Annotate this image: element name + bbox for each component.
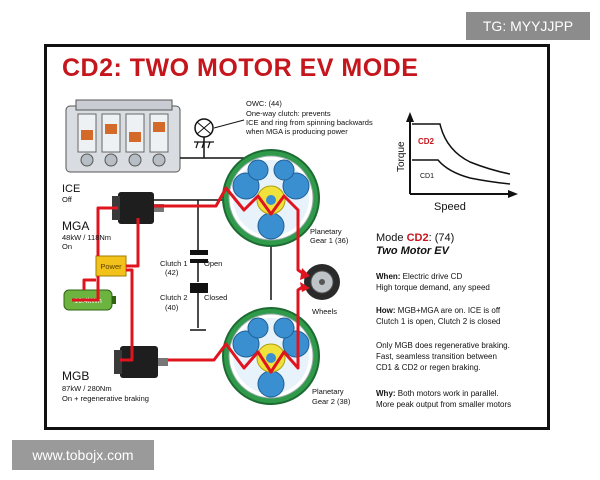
- regen-line-1: Only MGB does regenerative braking.: [376, 341, 510, 350]
- power-flow-paths: [72, 186, 305, 374]
- wheels-label: Wheels: [312, 307, 337, 316]
- mga-status: On: [62, 242, 72, 251]
- ice-name: ICE: [62, 183, 80, 195]
- mga-name: MGA: [62, 219, 89, 233]
- regen-line-2: Fast, seamless transition between: [376, 352, 497, 361]
- mgb-name: MGB: [62, 369, 89, 383]
- graph-curve-cd1-label: CD1: [420, 173, 434, 180]
- owc-leader-line: [213, 119, 245, 129]
- clutch-1-state: Open: [204, 259, 222, 268]
- graph-curve-cd2-label: CD2: [418, 137, 435, 146]
- how-line-2: Clutch 1 is open, Clutch 2 is closed: [376, 317, 501, 326]
- mode-heading: Mode CD2: (74): [376, 232, 454, 244]
- one-way-clutch-icon: [194, 118, 214, 149]
- clutch-2-state: Closed: [204, 293, 227, 302]
- mgb-spec: 87kW / 280Nm: [62, 384, 112, 393]
- torque-speed-graph: CD2 CD1 Torque Speed: [396, 112, 518, 213]
- power-label: Power: [100, 262, 122, 271]
- why-line-2: More peak output from smaller motors: [376, 400, 511, 409]
- clutch-1-symbol: [190, 250, 208, 263]
- website-watermark: www.tobojx.com: [12, 440, 154, 470]
- planetary-gear-2-icon: [222, 307, 320, 405]
- regen-line-3: CD1 & CD2 or regen braking.: [376, 363, 481, 372]
- diagram-title: CD2: TWO MOTOR EV MODE: [62, 54, 419, 82]
- engine-icon: [65, 99, 181, 173]
- mga-spec: 48kW / 118Nm: [62, 233, 111, 242]
- planetary-2-name: Planetary: [312, 387, 344, 396]
- clutch-2-number: (40): [165, 303, 179, 312]
- planetary-2-gear: Gear 2 (38): [312, 397, 351, 406]
- clutch-1-name: Clutch 1: [160, 259, 188, 268]
- graph-xlabel: Speed: [434, 201, 466, 213]
- wheel-icon: [304, 264, 340, 300]
- why-line-1: Why: Both motors work in parallel.: [376, 389, 499, 398]
- ice-status: Off: [62, 195, 73, 204]
- graph-ylabel: Torque: [396, 141, 407, 172]
- clutch-1-number: (42): [165, 268, 179, 277]
- planetary-gear-1-icon: [222, 149, 320, 247]
- when-line-2: High torque demand, any speed: [376, 283, 490, 292]
- planetary-1-gear: Gear 1 (36): [310, 236, 349, 245]
- owc-line-3: when MGA is producing power: [245, 127, 348, 136]
- power-flow-arrowheads: [300, 268, 310, 292]
- cd2-curve: [412, 123, 511, 175]
- clutch-2-name: Clutch 2: [160, 293, 188, 302]
- when-line-1: When: Electric drive CD: [376, 272, 462, 281]
- how-line-1: How: MGB+MGA are on. ICE is off: [376, 306, 501, 315]
- clutch-2-symbol: [190, 283, 208, 293]
- cd1-curve: [412, 159, 511, 185]
- power-electronics-box: Power: [95, 255, 127, 277]
- mgb-motor-icon: [114, 346, 168, 378]
- mode-subtitle: Two Motor EV: [376, 245, 451, 257]
- tag-label: TG: MYYJJPP: [466, 12, 590, 40]
- mgb-status: On + regenerative braking: [62, 394, 149, 403]
- planetary-1-name: Planetary: [310, 227, 342, 236]
- owc-line-1: One-way clutch: prevents: [246, 109, 331, 118]
- owc-heading: OWC: (44): [246, 99, 282, 108]
- owc-line-2: ICE and ring from spinning backwards: [246, 118, 373, 127]
